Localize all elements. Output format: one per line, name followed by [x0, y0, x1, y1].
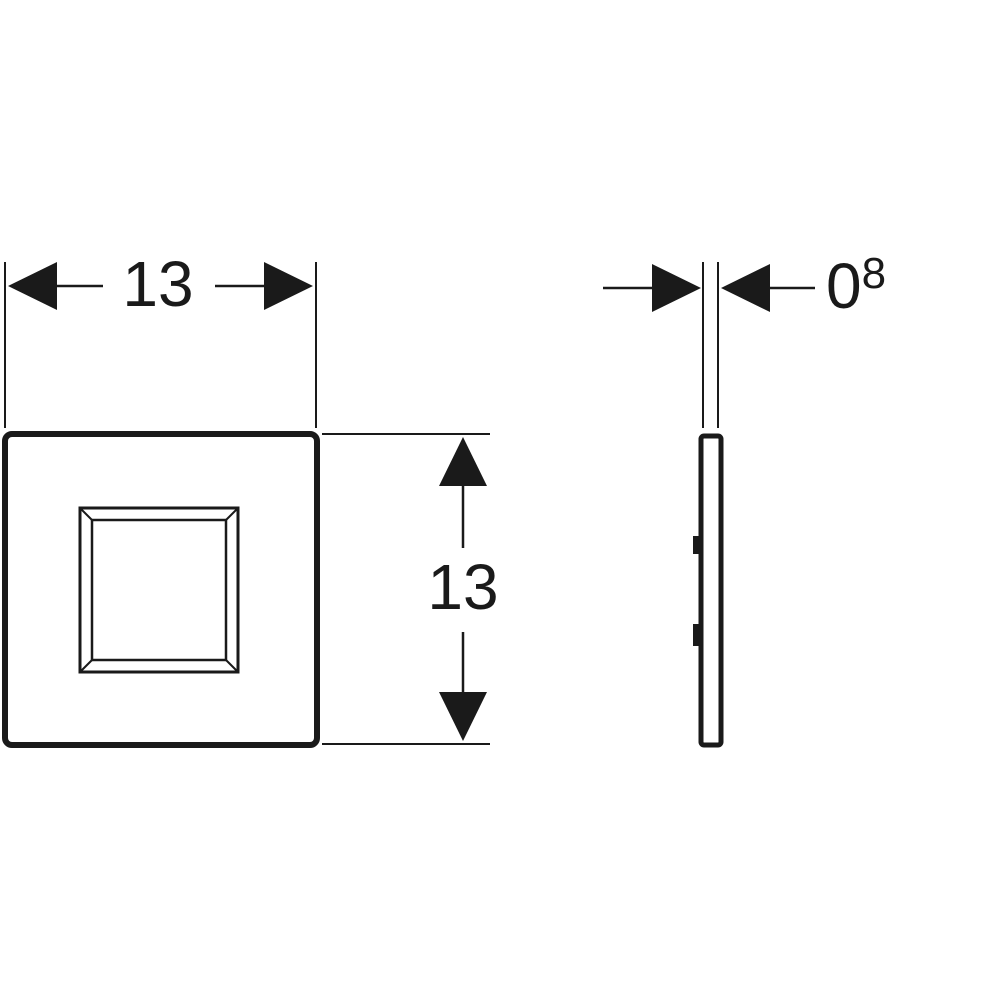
- arrowhead-left: [8, 262, 57, 310]
- arrowhead-thickness-right: [721, 264, 770, 312]
- width-value: 13: [122, 248, 193, 320]
- height-value: 13: [427, 551, 498, 623]
- arrowhead-down: [439, 692, 487, 741]
- button-bevel-top-left: [79, 507, 93, 521]
- arrowhead-thickness-left: [652, 264, 701, 312]
- arrowhead-right: [264, 262, 313, 310]
- thickness-value: 08: [826, 249, 886, 322]
- button-bevel-top-right: [225, 507, 239, 521]
- thickness-value-superscript: 8: [862, 249, 886, 298]
- mounting-clip-upper: [693, 536, 701, 554]
- button-bevel-bottom-right: [225, 659, 239, 673]
- side-view: [693, 433, 724, 748]
- button-bevel-bottom-left: [79, 659, 93, 673]
- mounting-clip-lower: [693, 624, 701, 646]
- thickness-dimension: 08: [603, 249, 886, 428]
- flush-button-inner: [90, 518, 228, 662]
- thickness-value-main: 0: [826, 250, 862, 322]
- height-dimension: 13: [322, 433, 499, 745]
- arrowhead-up: [439, 437, 487, 486]
- front-view: [2, 431, 320, 748]
- flush-button: [78, 506, 240, 674]
- side-profile-outline: [698, 433, 724, 748]
- flush-button-outer: [78, 506, 240, 674]
- width-dimension: 13: [4, 248, 317, 428]
- cover-plate-outline: [2, 431, 320, 748]
